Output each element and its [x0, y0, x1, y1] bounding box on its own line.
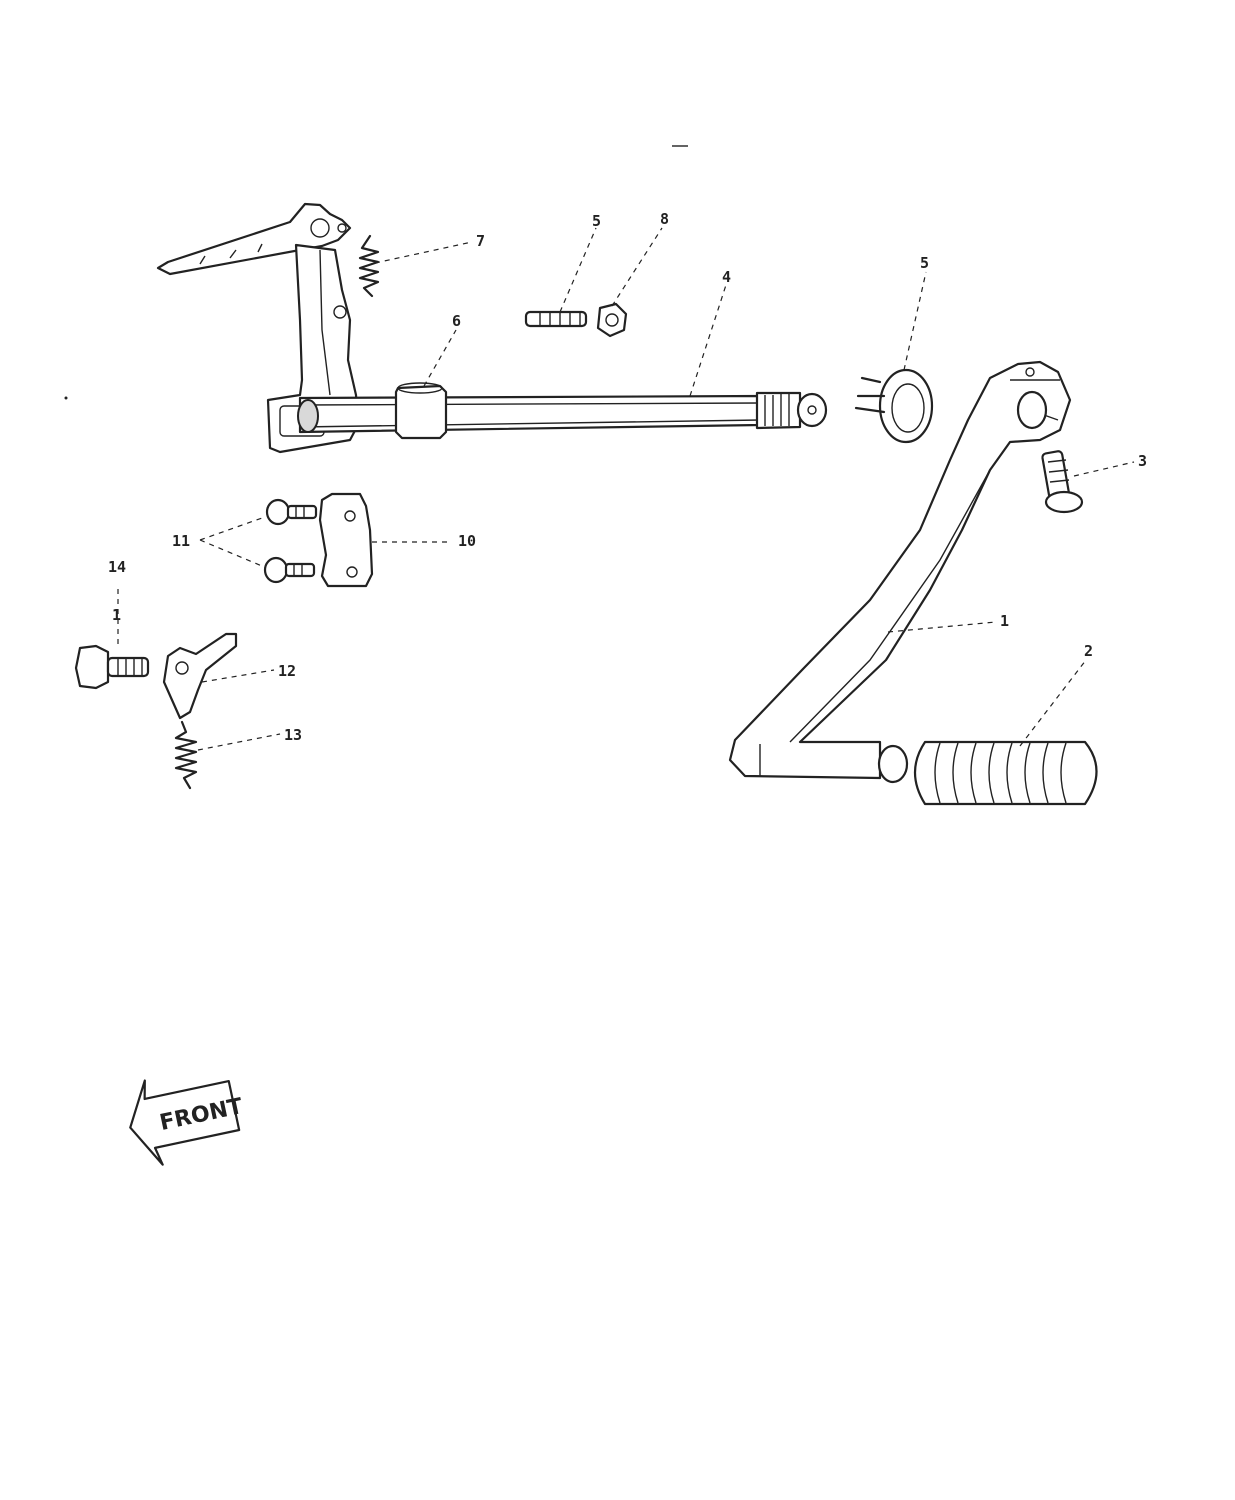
bolt-14-part: [74, 644, 150, 690]
callout-10: 10: [458, 532, 476, 550]
pedal-bolt-part: [1041, 450, 1084, 514]
plate-10-part: [318, 492, 374, 588]
shift-pedal-part: [728, 360, 1072, 784]
callout-8: 8: [660, 210, 669, 228]
callout-1-bolt: 1: [112, 606, 121, 624]
spring-13-part: [174, 720, 198, 790]
leader-lines: [117, 227, 1135, 751]
callout-6: 6: [452, 312, 461, 330]
circlip-part: [854, 368, 934, 444]
shift-shaft-part: [297, 391, 828, 434]
bushing-part: [394, 382, 448, 440]
callout-14: 14: [108, 558, 126, 576]
callout-12: 12: [278, 662, 296, 680]
callout-1-pedal: 1: [1000, 612, 1009, 630]
callout-11: 11: [172, 532, 190, 550]
callout-4: 4: [722, 268, 731, 286]
callout-2: 2: [1084, 642, 1093, 660]
lever-12-part: [162, 632, 238, 720]
callout-5-bolt: 5: [592, 212, 601, 230]
front-arrow: FRONT: [129, 1079, 245, 1166]
stray-mark: [64, 396, 68, 400]
callout-3: 3: [1138, 452, 1147, 470]
callout-5-clip: 5: [920, 254, 929, 272]
pedal-rubber-part: [914, 740, 1098, 806]
callout-7: 7: [476, 232, 485, 250]
screw-11-upper-part: [265, 498, 318, 526]
spring-7-part: [358, 234, 380, 298]
front-arrow-label: FRONT: [158, 1094, 245, 1136]
callout-13: 13: [284, 726, 302, 744]
bolt-5-part: [524, 310, 588, 328]
screw-11-lower-part: [263, 556, 316, 584]
nut-8-part: [596, 302, 628, 338]
